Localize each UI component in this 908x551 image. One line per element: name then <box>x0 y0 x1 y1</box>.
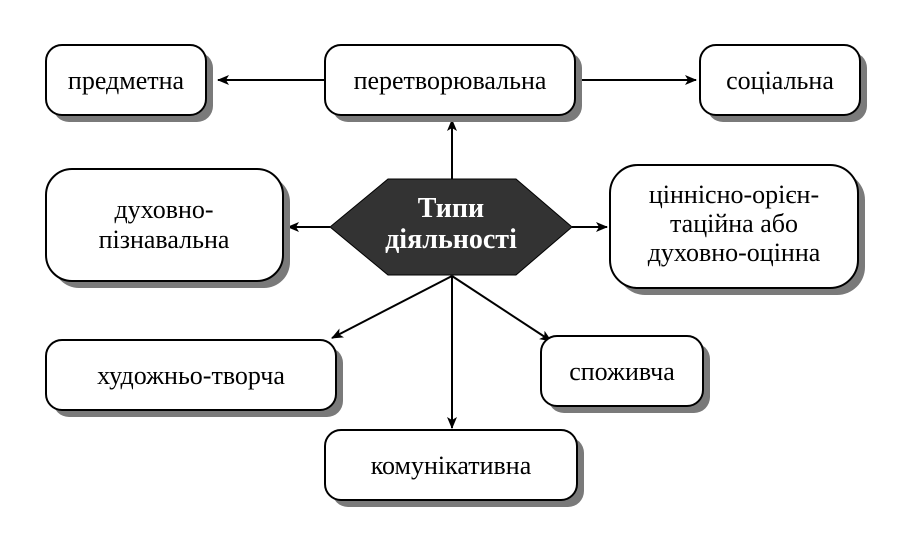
node-khudozhno-label: художньо-творча <box>97 361 285 390</box>
node-tsinnisno-label-line2: таційна або <box>670 209 798 238</box>
node-predmetna: предметна <box>45 44 213 122</box>
node-khudozhno-tvorcha: художньо-творча <box>45 339 343 417</box>
node-dukhovno-label-line2: пізнавальна <box>99 225 230 254</box>
center-title-line1: Типи <box>418 193 484 224</box>
node-sotsialna: соціальна <box>699 44 867 122</box>
node-tsinnisno-label-line1: ціннісно-орієн- <box>649 180 819 209</box>
arrow-to-spozhyvcha <box>451 275 552 342</box>
center-node-activity-types: Типи діяльності <box>329 178 573 276</box>
node-spozhyvcha: споживча <box>540 335 710 413</box>
node-dukhovno-label-line1: духовно- <box>114 195 213 224</box>
node-sotsialna-label: соціальна <box>726 66 834 95</box>
center-title-line2: діяльності <box>385 224 517 255</box>
node-tsinnisno-label-line3: духовно-оцінна <box>648 238 821 267</box>
node-peretvoriuvalna-label: перетворювальна <box>354 66 547 95</box>
arrow-to-khudozhno-tvorcha <box>331 275 453 339</box>
node-predmetna-label: предметна <box>68 66 185 95</box>
node-spozhyvcha-label: споживча <box>569 357 675 386</box>
node-peretvoriuvalna: перетворювальна <box>324 44 582 122</box>
connector-arrows <box>217 75 697 429</box>
node-komunikatyvna: комунікативна <box>324 429 584 507</box>
center-hexagon <box>329 178 573 276</box>
node-komunikatyvna-label: комунікативна <box>371 451 532 480</box>
node-tsinnisno-orientatsiina: ціннісно-орієн- таційна або духовно-оцін… <box>609 164 865 295</box>
node-dukhovno-piznavalna: духовно- пізнавальна <box>45 168 290 288</box>
